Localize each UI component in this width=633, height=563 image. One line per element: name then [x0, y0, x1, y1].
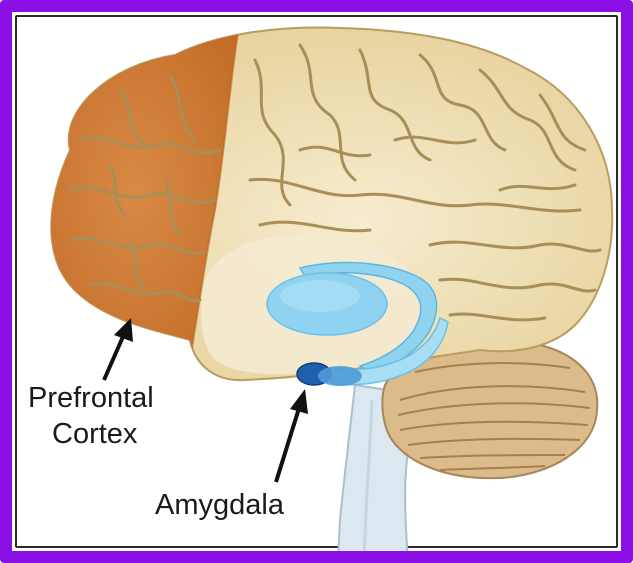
prefrontal-cortex-arrow — [104, 318, 133, 380]
amygdala-label: Amygdala — [155, 489, 284, 522]
prefrontal-label-line1: Prefrontal — [28, 382, 154, 415]
prefrontal-label-line2: Cortex — [52, 418, 137, 451]
amygdala-arrow — [276, 389, 308, 482]
